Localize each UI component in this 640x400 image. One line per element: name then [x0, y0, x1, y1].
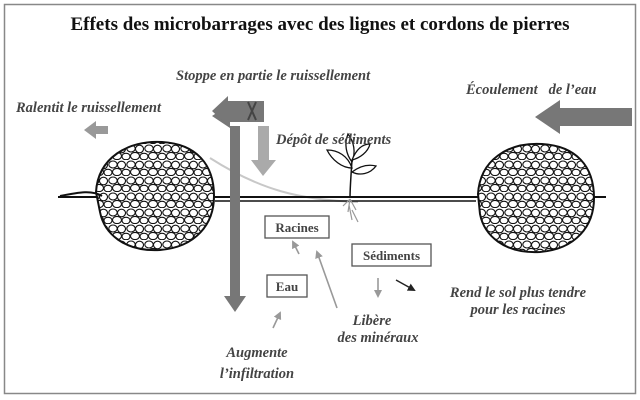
rend-label-line2: pour les racines	[468, 302, 565, 318]
depot-label: Dépôt de sédiments	[275, 132, 392, 148]
rend-label-line1: Rend le sol plus tendre	[449, 285, 587, 301]
sediment-deposit-arrow	[251, 126, 276, 176]
augmente-label-line2: l’infiltration	[220, 366, 294, 382]
ralentit-label: Ralentit le ruissellement	[15, 100, 162, 116]
stoppe-arrow	[212, 96, 264, 126]
diagram-frame	[3, 3, 637, 395]
libere-label-line2: des minéraux	[338, 330, 419, 346]
sediments-label: Sédiments	[363, 248, 420, 263]
eau-label: Eau	[276, 279, 298, 294]
eau-box: Eau	[266, 274, 308, 298]
seedling-icon	[325, 132, 378, 223]
augmente-eau-arrow	[272, 311, 282, 329]
diagram-title: Effets des microbarrages avec des lignes…	[70, 14, 569, 35]
stoppe-label: Stoppe en partie le ruissellement	[176, 68, 371, 84]
right-stone-mound	[476, 142, 596, 254]
racines-label: Racines	[275, 220, 318, 235]
stop-cross-icon	[247, 101, 257, 121]
rend-sol-arrow	[395, 279, 416, 291]
eau-racines-arrow	[292, 240, 300, 255]
infiltration-arrow	[224, 126, 246, 312]
ecoulement-label: Écoulement de l’eau	[465, 81, 597, 98]
racines-box: Racines	[264, 215, 330, 239]
ecoulement-arrow	[535, 100, 632, 134]
sediments-box: Sédiments	[351, 243, 432, 267]
ralentit-arrow	[84, 121, 108, 139]
augmente-label-line1: Augmente	[225, 345, 288, 361]
left-stone-mound	[59, 140, 216, 252]
libere-racines-arrow	[315, 250, 338, 309]
libere-label-line1: Libère	[352, 313, 392, 329]
